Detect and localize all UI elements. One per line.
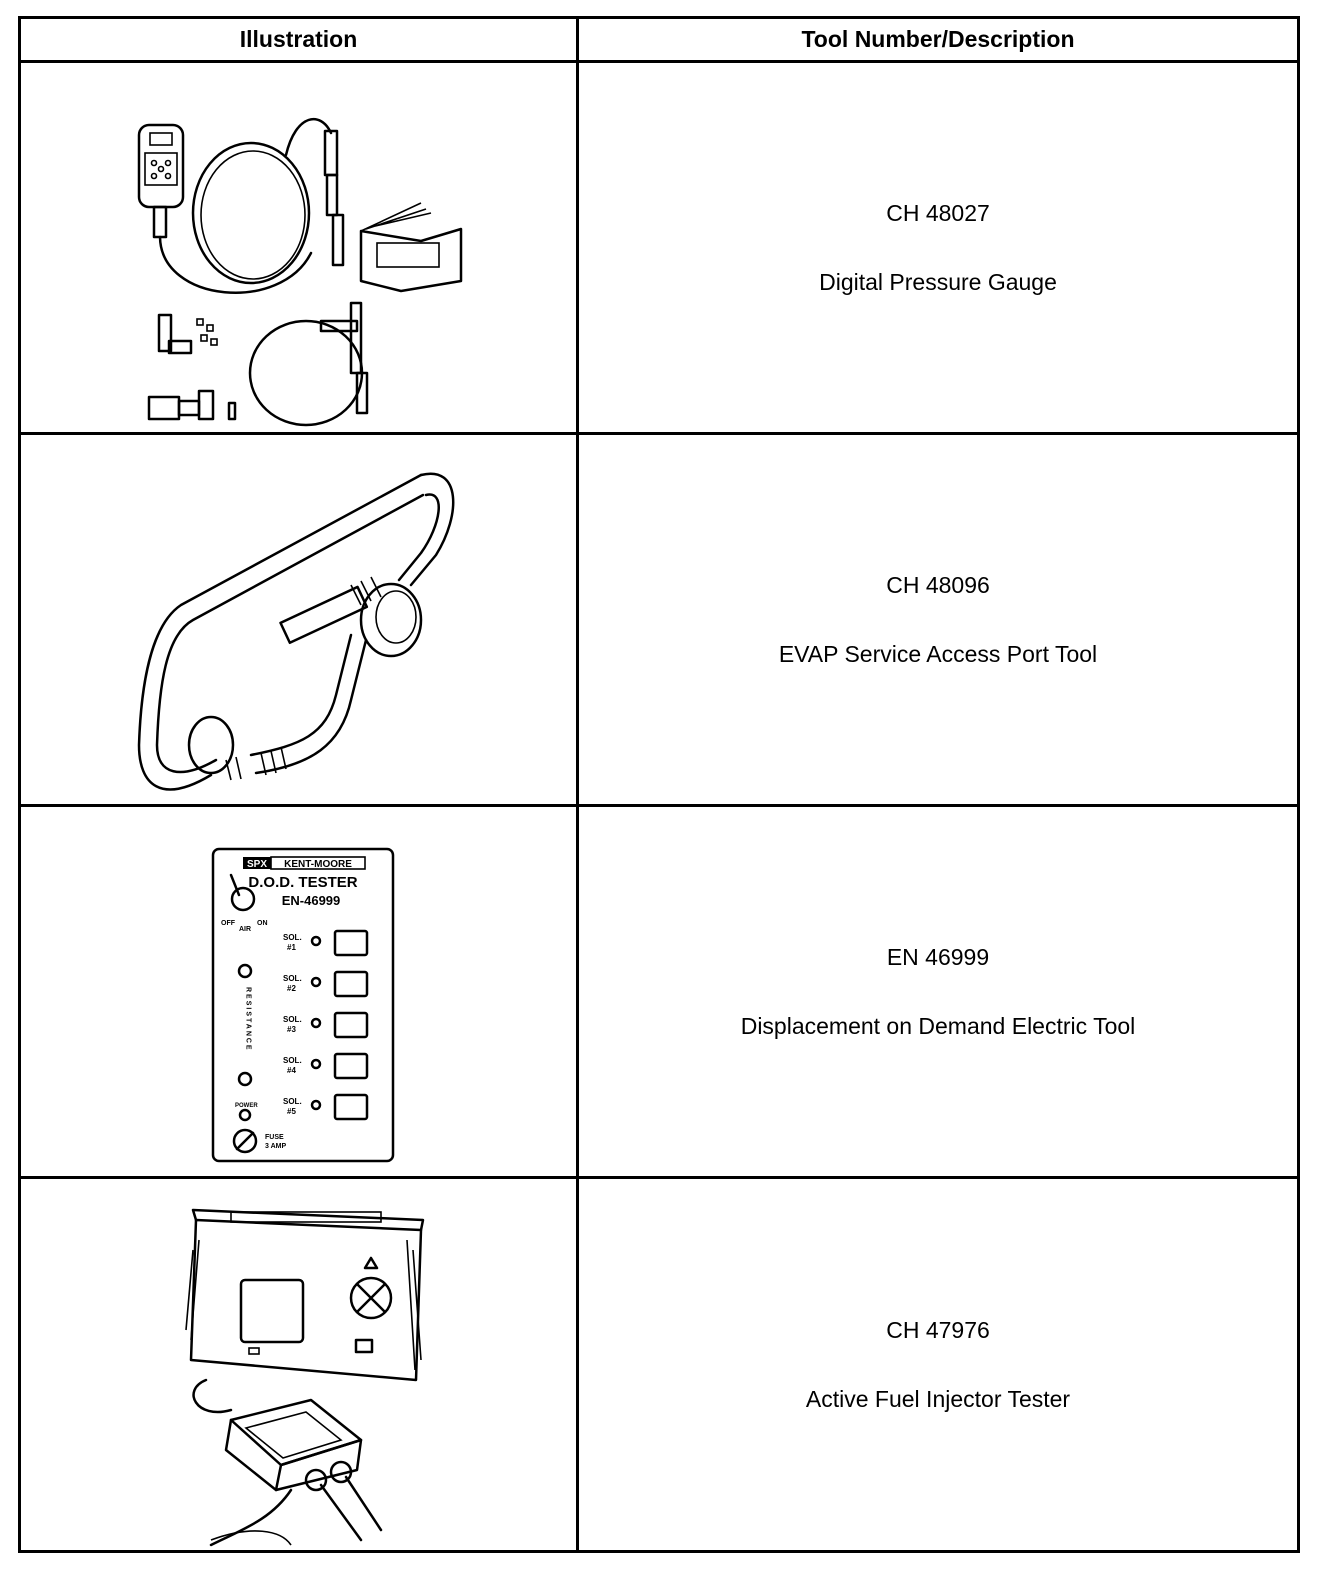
dod-tester-drawing: SPX KENT-MOORE D.O.D. TESTER EN-46999 OF… <box>211 847 395 1163</box>
sol-label: SOL. <box>283 1056 302 1065</box>
sol-label: SOL. <box>283 933 302 942</box>
sol-label: SOL. <box>283 1015 302 1024</box>
switch-on-label: ON <box>257 920 268 927</box>
evap-service-port-tool-drawing <box>137 472 455 791</box>
resistance-label: RESISTANCE <box>245 987 252 1052</box>
tool-number: CH 48027 <box>886 199 990 226</box>
tool-number: EN 46999 <box>886 943 990 970</box>
tool-row-4-description: CH 47976 Active Fuel Injector Tester <box>579 1179 1297 1550</box>
tool-row-2-description: CH 48096 EVAP Service Access Port Tool <box>579 435 1297 807</box>
panel-model: EN-46999 <box>282 893 341 908</box>
tools-table: Illustration Tool Number/Description <box>18 16 1300 1553</box>
tool-description: Digital Pressure Gauge <box>819 268 1057 295</box>
brand-right: KENT-MOORE <box>284 859 352 870</box>
fuse-label: FUSE <box>265 1134 284 1141</box>
tool-description: Displacement on Demand Electric Tool <box>740 1012 1136 1039</box>
sol-label: SOL. <box>283 1097 302 1106</box>
tool-row-1-description: CH 48027 Digital Pressure Gauge <box>579 63 1297 435</box>
dod-tester-illustration: SPX KENT-MOORE D.O.D. TESTER EN-46999 OF… <box>21 807 579 1179</box>
power-label: POWER <box>235 1103 258 1109</box>
sol-num: #2 <box>287 984 296 993</box>
evap-service-port-tool-illustration <box>21 435 579 807</box>
solenoid-1: SOL. #1 <box>283 929 369 957</box>
sol-num: #1 <box>287 943 296 952</box>
sol-num: #3 <box>287 1025 296 1034</box>
solenoid-4: SOL. #4 <box>283 1052 369 1080</box>
brand-left: SPX <box>247 859 267 870</box>
tool-row-3-description: EN 46999 Displacement on Demand Electric… <box>579 807 1297 1179</box>
fuel-injector-tester-illustration <box>21 1179 579 1550</box>
panel-title: D.O.D. TESTER <box>248 874 357 891</box>
digital-pressure-gauge-drawing <box>137 117 463 427</box>
sol-label: SOL. <box>283 974 302 983</box>
fuse-rating-label: 3 AMP <box>265 1143 286 1150</box>
sol-num: #5 <box>287 1107 296 1116</box>
solenoid-3: SOL. #3 <box>283 1011 369 1039</box>
switch-off-label: OFF <box>221 920 236 927</box>
switch-air-label: AIR <box>239 926 251 933</box>
tool-number: CH 47976 <box>886 1316 990 1343</box>
header-tool-number-description: Tool Number/Description <box>579 19 1297 63</box>
tool-number: CH 48096 <box>886 571 990 598</box>
tool-description: EVAP Service Access Port Tool <box>778 640 1098 667</box>
sol-num: #4 <box>287 1066 296 1075</box>
fuel-injector-tester-drawing <box>185 1208 425 1547</box>
solenoid-5: SOL. #5 <box>283 1093 369 1121</box>
header-illustration: Illustration <box>21 19 579 63</box>
digital-pressure-gauge-illustration <box>21 63 579 435</box>
solenoid-2: SOL. #2 <box>283 970 369 998</box>
tool-description: Active Fuel Injector Tester <box>805 1385 1071 1412</box>
